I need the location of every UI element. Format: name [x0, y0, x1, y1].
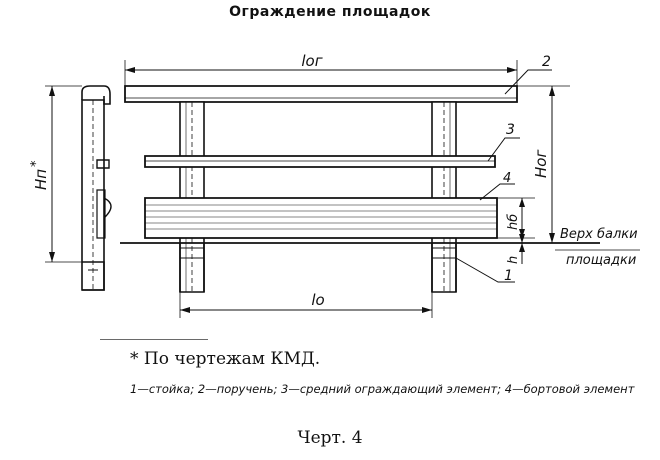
label-l-o: lо	[311, 291, 324, 309]
toe-board	[145, 198, 497, 238]
side-toe-board	[97, 190, 105, 238]
label-h-og: Hог	[532, 150, 550, 178]
label-l-og: lог	[301, 52, 322, 70]
drawing-title: Ограждение площадок	[229, 4, 431, 20]
handrail	[125, 86, 517, 102]
figure-number: Черт. 4	[297, 428, 363, 448]
label-h: h	[506, 256, 521, 264]
footnote: * По чертежам КМД.	[130, 349, 321, 369]
label-part-2: 2	[542, 54, 551, 70]
dimension-h-n	[45, 86, 82, 262]
label-h-b: hб	[506, 214, 521, 230]
post-right	[432, 102, 456, 292]
side-handrail-profile	[82, 86, 110, 104]
label-part-3: 3	[506, 122, 515, 138]
label-beam-top-2: площадки	[566, 253, 636, 268]
side-view	[82, 86, 111, 290]
label-beam-top-1: Верх балки	[560, 227, 638, 242]
part-leaders	[456, 70, 552, 282]
side-clamp	[104, 198, 111, 218]
dimension-h-og	[517, 86, 570, 243]
label-h-n-star: *	[29, 160, 44, 167]
label-part-4: 4	[503, 171, 511, 186]
post-left	[180, 102, 204, 292]
label-h-n: Hп	[32, 169, 50, 190]
front-view	[120, 86, 600, 292]
label-part-1: 1	[504, 268, 513, 284]
dimension-h	[497, 220, 535, 264]
legend-caption: 1—стойка; 2—поручень; 3—средний ограждаю…	[130, 382, 635, 396]
guard-rail-drawing: Hп *	[29, 52, 660, 340]
middle-rail	[145, 156, 495, 167]
dimension-l-o	[180, 292, 432, 318]
dimension-l-og	[125, 60, 517, 86]
side-middle-element	[97, 160, 109, 168]
side-base	[82, 262, 104, 290]
